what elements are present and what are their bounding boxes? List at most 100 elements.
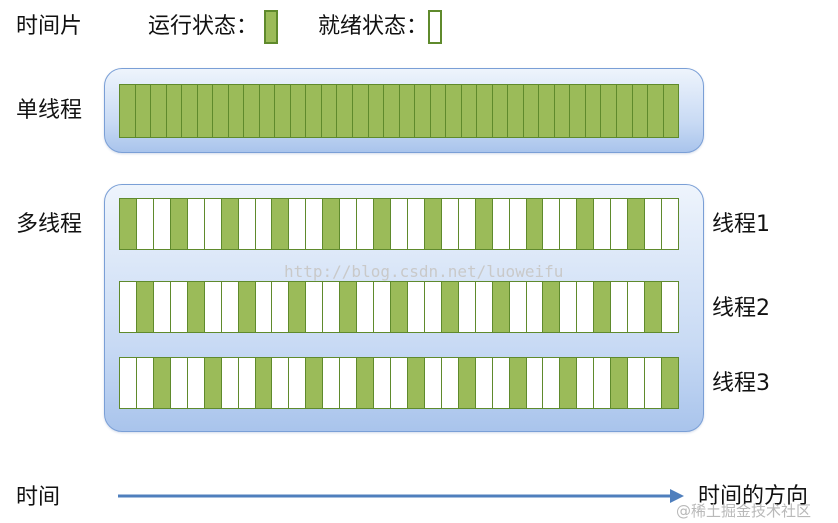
single-thread-slice-running	[430, 85, 447, 137]
thread-1-slice-ready	[492, 199, 510, 249]
thread-2-slice-ready	[526, 282, 544, 332]
thread-3-slice-ready	[492, 358, 510, 408]
time-axis-label: 时间	[16, 485, 61, 510]
single-thread-slice-running	[213, 85, 229, 137]
single-thread-slice-running	[352, 85, 369, 137]
single-thread-slice-running	[539, 85, 555, 137]
thread-2-slice-running	[391, 282, 408, 332]
thread-3-slice-ready	[120, 358, 137, 408]
single-thread-slice-running	[477, 85, 493, 137]
thread-3-slice-running	[204, 358, 222, 408]
single-thread-timeline	[119, 84, 679, 138]
thread-3-slice-running	[255, 358, 273, 408]
thread-2-slice-ready	[221, 282, 239, 332]
thread-2-slice-ready	[272, 282, 290, 332]
single-thread-slice-running	[461, 85, 478, 137]
time-arrow-icon	[118, 489, 684, 503]
thread-2-slice-running	[441, 282, 459, 332]
thread-1-slice-ready	[187, 199, 205, 249]
thread-2-slice-ready	[424, 282, 442, 332]
thread-3-slice-running	[662, 358, 678, 408]
single-thread-slice-running	[120, 85, 136, 137]
thread-2-slice-ready	[120, 282, 137, 332]
thread-2-slice-running	[645, 282, 662, 332]
single-thread-slice-running	[275, 85, 291, 137]
thread-3-slice-ready	[475, 358, 493, 408]
thread-1-slice-running	[577, 199, 595, 249]
thread-3-slice-ready	[170, 358, 188, 408]
single-thread-slice-running	[368, 85, 385, 137]
thread-1-slice-ready	[238, 199, 256, 249]
timeslice-label: 时间片	[16, 14, 83, 39]
thread-3-label: 线程3	[712, 371, 770, 396]
thread-1-slice-running	[374, 199, 391, 249]
thread-2-slice-ready	[662, 282, 678, 332]
single-thread-label: 单线程	[16, 98, 83, 123]
thread-2-slice-ready	[323, 282, 341, 332]
single-thread-slice-running	[508, 85, 524, 137]
single-thread-slice-running	[632, 85, 649, 137]
thread-1-slice-running	[221, 199, 239, 249]
single-thread-slice-running	[135, 85, 152, 137]
thread-3-slice-ready	[594, 358, 612, 408]
single-thread-slice-running	[321, 85, 338, 137]
thread-1-slice-ready	[441, 199, 459, 249]
thread-2-slice-ready	[611, 282, 629, 332]
single-thread-slice-running	[228, 85, 245, 137]
thread-1-slice-ready	[204, 199, 222, 249]
thread-2-slice-ready	[357, 282, 375, 332]
thread-1-timeline	[119, 198, 679, 250]
single-thread-slice-running	[523, 85, 540, 137]
thread-1-slice-ready	[391, 199, 408, 249]
single-thread-slice-running	[166, 85, 183, 137]
single-thread-slice-running	[663, 85, 679, 137]
time-direction-label: 时间的方向	[698, 484, 809, 509]
thread-3-slice-ready	[577, 358, 595, 408]
thread-1-slice-running	[628, 199, 646, 249]
thread-1-slice-ready	[136, 199, 154, 249]
thread-2-slice-ready	[577, 282, 595, 332]
thread-2-slice-running	[187, 282, 205, 332]
single-thread-slice-running	[259, 85, 276, 137]
thread-3-slice-ready	[374, 358, 391, 408]
thread-1-slice-ready	[645, 199, 662, 249]
thread-3-slice-ready	[543, 358, 561, 408]
thread-2-slice-ready	[153, 282, 171, 332]
thread-1-slice-ready	[153, 199, 171, 249]
thread-1-slice-ready	[560, 199, 578, 249]
thread-1-slice-ready	[611, 199, 629, 249]
thread-3-slice-ready	[424, 358, 442, 408]
thread-1-slice-running	[120, 199, 137, 249]
thread-2-slice-ready	[628, 282, 646, 332]
thread-2-slice-ready	[509, 282, 527, 332]
thread-1-slice-ready	[594, 199, 612, 249]
thread-1-slice-ready	[543, 199, 561, 249]
single-thread-slice-running	[446, 85, 462, 137]
thread-2-slice-ready	[458, 282, 476, 332]
thread-2-slice-running	[289, 282, 307, 332]
thread-2-slice-ready	[374, 282, 391, 332]
thread-3-slice-ready	[136, 358, 154, 408]
single-thread-slice-running	[492, 85, 509, 137]
thread-3-slice-running	[407, 358, 425, 408]
single-thread-slice-running	[585, 85, 602, 137]
thread-2-label: 线程2	[712, 296, 770, 321]
thread-3-slice-ready	[272, 358, 290, 408]
thread-3-slice-ready	[645, 358, 662, 408]
single-thread-slice-running	[617, 85, 633, 137]
thread-1-slice-ready	[306, 199, 324, 249]
single-thread-slice-running	[601, 85, 617, 137]
thread-3-slice-ready	[526, 358, 544, 408]
single-thread-slice-running	[648, 85, 664, 137]
thread-3-slice-ready	[221, 358, 239, 408]
single-thread-slice-running	[197, 85, 214, 137]
thread-3-slice-running	[560, 358, 578, 408]
thread-3-slice-ready	[340, 358, 358, 408]
thread-1-slice-running	[170, 199, 188, 249]
single-thread-slice-running	[306, 85, 322, 137]
thread-1-slice-ready	[340, 199, 358, 249]
single-thread-slice-running	[151, 85, 167, 137]
thread-2-slice-ready	[560, 282, 578, 332]
single-thread-slice-running	[182, 85, 198, 137]
thread-1-slice-running	[272, 199, 290, 249]
